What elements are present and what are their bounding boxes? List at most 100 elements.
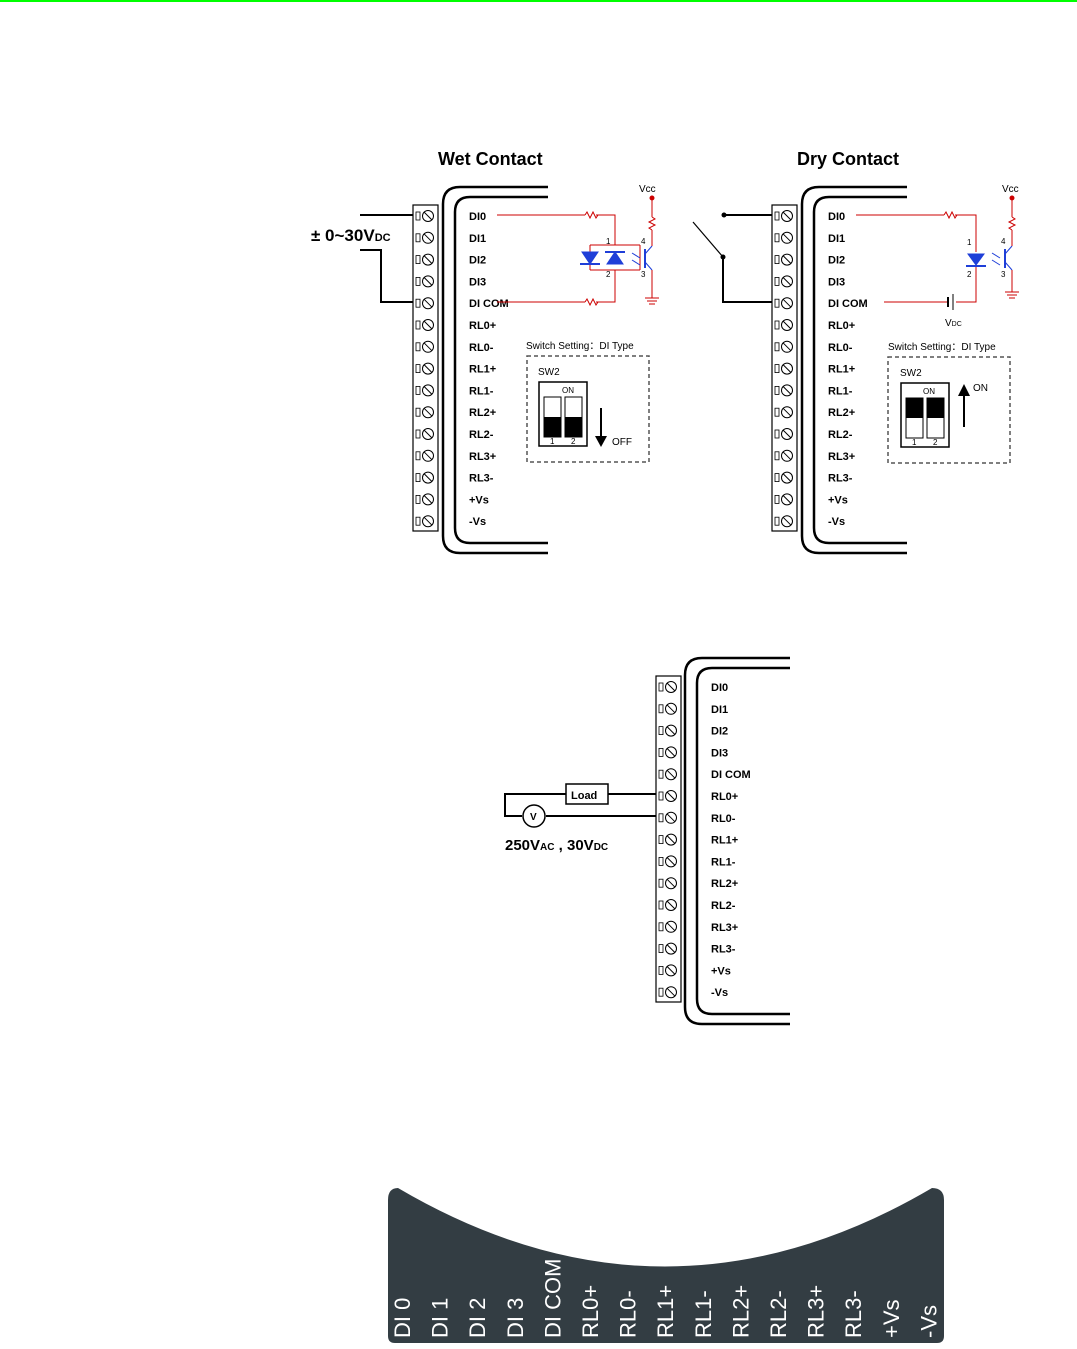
relay-pin-label: DI0 (711, 682, 728, 694)
terminal-screw (658, 964, 677, 977)
dry-pin-label: DI0 (828, 211, 845, 223)
dry-pin-label: RL1- (828, 385, 853, 397)
wet-pin-label: -Vs (469, 516, 486, 528)
wet-pin-label: +Vs (469, 494, 489, 506)
wet-terminal-screws (415, 210, 434, 528)
wet-pin-label: RL3- (469, 473, 494, 485)
dry-module-housing (800, 185, 907, 555)
connector-label: DI COM (540, 1259, 565, 1338)
wet-pin-label: DI COM (469, 298, 509, 310)
dry-vdc-label: VDC (945, 318, 962, 329)
terminal-screw (658, 942, 677, 955)
top-border-line (0, 0, 1077, 2)
terminal-screw (415, 493, 434, 506)
dry-pin-label: +Vs (828, 494, 848, 506)
connector-label: RL0- (616, 1290, 641, 1338)
wet-switch-setting-box: Switch Setting：DI Type SW2 ON 1 2 OFF (526, 341, 650, 463)
dry-terminal-block (771, 204, 798, 532)
wet-external-wiring: ± 0~30VDC (311, 214, 413, 303)
dry-pin-label: RL0+ (828, 320, 855, 332)
relay-pin-label: DI COM (711, 769, 751, 781)
connector-label: RL1+ (653, 1285, 678, 1338)
arrow-down-icon (595, 436, 607, 447)
wet-pin-label: DI3 (469, 276, 486, 288)
dry-sw-num-1: 1 (912, 438, 917, 447)
dry-module-housing-inner (812, 195, 907, 545)
wet-pin-label: RL1- (469, 385, 494, 397)
relay-pin-label: +Vs (711, 965, 731, 977)
connector-label: DI 2 (465, 1298, 490, 1338)
relay-pin-label: DI2 (711, 726, 728, 738)
connector-label: RL3- (841, 1290, 866, 1338)
dry-contact-title: Dry Contact (797, 149, 899, 169)
terminal-screw (658, 702, 677, 715)
terminal-screw (658, 790, 677, 802)
load-box (565, 783, 609, 805)
voltmeter-icon (522, 804, 546, 828)
terminal-screw (774, 275, 793, 288)
dry-sw-label: SW2 (900, 368, 922, 379)
relay-pin-label: RL2+ (711, 878, 738, 890)
dry-pin-label: RL3- (828, 473, 853, 485)
wet-switch-setting-label: Switch Setting：DI Type (526, 341, 634, 352)
dry-pin-label: RL2- (828, 429, 853, 441)
terminal-screw (658, 899, 677, 911)
wet-sw-num-2: 2 (571, 437, 576, 446)
terminal-screw (658, 746, 677, 759)
connector-label: RL2- (766, 1290, 791, 1338)
dry-pin-label: -Vs (828, 516, 845, 528)
wet-vcc-label: Vcc (639, 184, 656, 195)
wet-voltage-label: ± 0~30VDC (311, 226, 391, 245)
wet-pin-label: DI2 (469, 255, 486, 267)
terminal-screw (658, 768, 677, 781)
dry-opto-pin-1: 1 (967, 238, 972, 247)
wet-pin-label: RL2+ (469, 407, 496, 419)
relay-pin-label: RL1- (711, 856, 736, 868)
wet-opto-pin-1: 1 (606, 237, 611, 246)
relay-module-housing-inner (695, 666, 790, 1016)
terminal-screw (658, 877, 677, 890)
dry-direction-label: ON (973, 383, 988, 394)
wet-pin-label: RL0+ (469, 320, 496, 332)
dry-pin-label: RL2+ (828, 407, 855, 419)
wet-pin-label: RL3+ (469, 451, 496, 463)
relay-pin-label: RL3+ (711, 922, 738, 934)
terminal-screw (658, 986, 677, 999)
terminal-screw (774, 319, 793, 331)
terminal-screw (774, 362, 793, 375)
dry-pin-label: RL3+ (828, 451, 855, 463)
relay-terminal-screws (658, 681, 677, 999)
connector-label: DI 1 (428, 1298, 453, 1338)
wet-opto-pin-2: 2 (606, 270, 611, 279)
dry-opto-pin-4: 4 (1001, 237, 1006, 246)
arrow-up-icon (958, 384, 970, 396)
wet-pin-label: DI0 (469, 211, 486, 223)
wet-pin-label: DI1 (469, 233, 486, 245)
terminal-screw (774, 231, 793, 244)
wet-sw-num-1: 1 (550, 437, 555, 446)
terminal-screw (415, 231, 434, 244)
connector-label: -Vs (916, 1305, 941, 1338)
terminal-screw (658, 855, 677, 868)
dry-vcc-label: Vcc (1002, 184, 1019, 195)
wet-contact-title: Wet Contact (438, 149, 543, 169)
terminal-screw (415, 253, 434, 266)
terminal-screw (774, 340, 793, 353)
load-label: Load (571, 790, 597, 802)
wet-terminal-block (412, 204, 439, 532)
terminal-screw (774, 471, 793, 484)
relay-pin-label: RL2- (711, 900, 736, 912)
terminal-screw (415, 319, 434, 331)
terminal-screw (774, 384, 793, 397)
wet-opto-circuit (497, 195, 659, 307)
relay-module-housing (683, 656, 790, 1026)
wet-direction-label: OFF (612, 437, 632, 448)
wet-on-label: ON (562, 386, 574, 395)
wet-opto-pin-4: 4 (641, 237, 646, 246)
